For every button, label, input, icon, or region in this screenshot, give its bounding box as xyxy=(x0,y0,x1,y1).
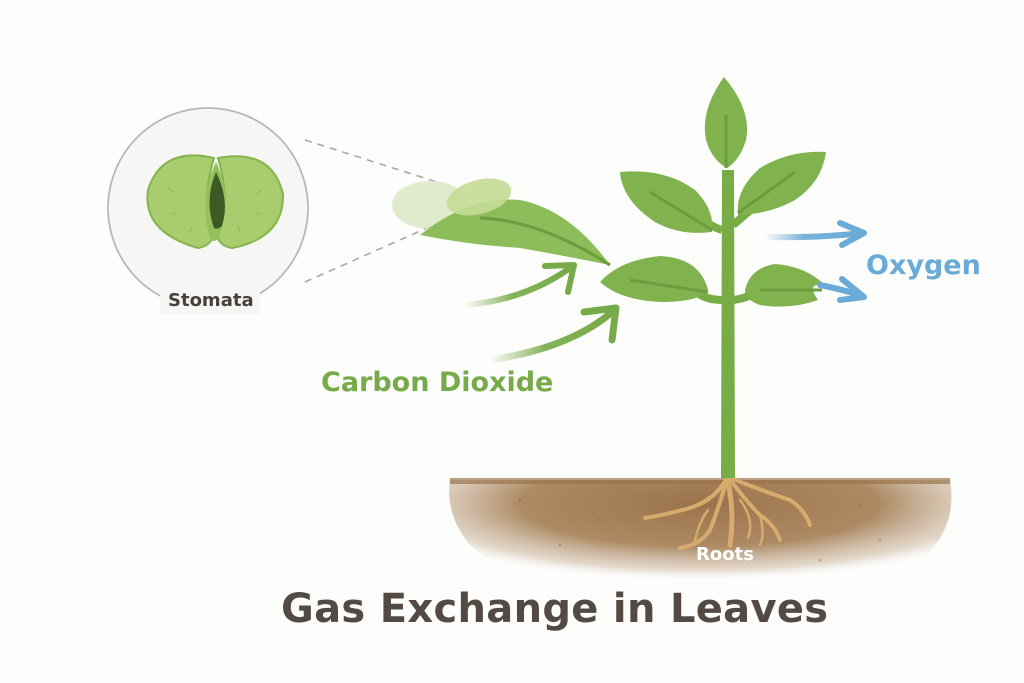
carbon-dioxide-label: Carbon Dioxide xyxy=(321,367,554,398)
magnified-leaf xyxy=(392,178,611,267)
stomata-magnifier xyxy=(107,107,446,314)
plant-stem xyxy=(686,170,773,478)
plant-leaves xyxy=(600,77,826,307)
stomata-label: Stomata xyxy=(168,290,254,311)
oxygen-arrows xyxy=(762,220,867,303)
oxygen-label: Oxygen xyxy=(866,250,981,281)
stomata-icon xyxy=(146,154,285,250)
carbon-dioxide-arrows xyxy=(462,262,620,364)
diagram-title: Gas Exchange in Leaves xyxy=(281,586,829,632)
lower-left-leaf xyxy=(600,256,708,302)
upper-right-leaf xyxy=(737,151,826,215)
roots-label: Roots xyxy=(696,544,754,565)
roots-icon xyxy=(643,475,812,550)
lower-right-leaf xyxy=(745,264,825,307)
